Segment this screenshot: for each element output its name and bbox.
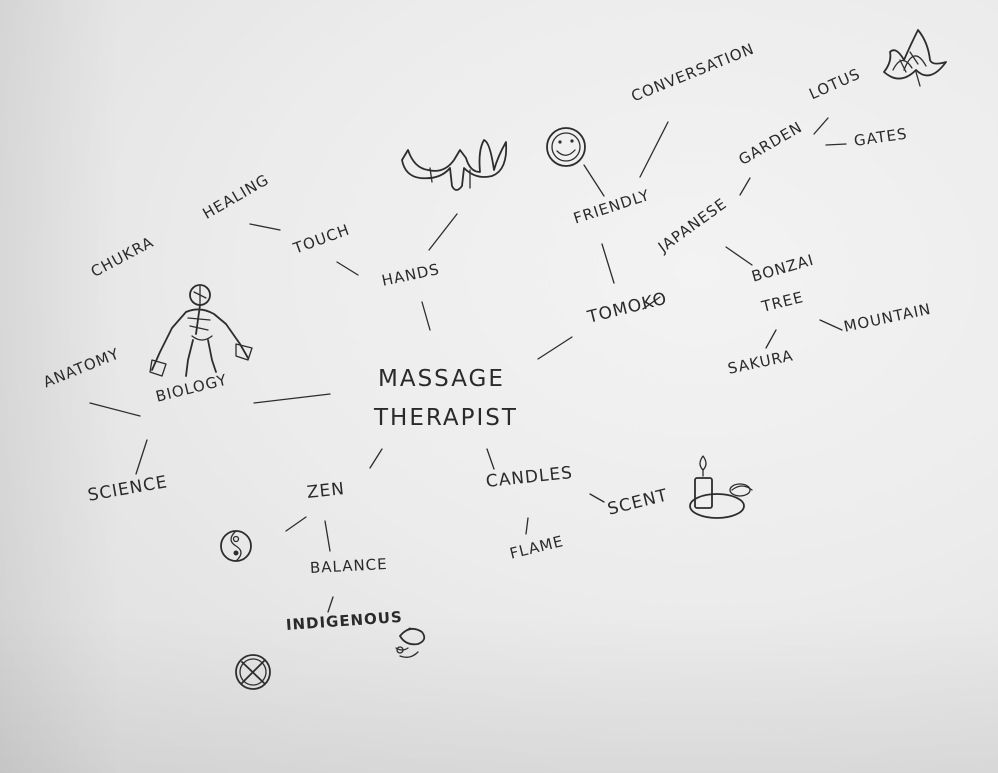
connector-friendly-conversation — [639, 121, 669, 178]
connector-balance-indigenous — [327, 596, 334, 613]
connector-touch-healing — [249, 223, 281, 231]
connector-tomoko-friendly — [601, 243, 615, 284]
connector-zen-yinyang — [285, 516, 307, 532]
connector-bonzai-sakura — [765, 329, 777, 349]
connector-garden-gates — [825, 143, 847, 146]
center-label-line2: THERAPIST — [374, 405, 518, 431]
circle-cross-icon — [235, 654, 271, 690]
connector-center-tomoko — [537, 336, 573, 360]
bird-icon — [395, 627, 426, 658]
paper-shadow-left — [0, 0, 120, 773]
connector-zen-balance — [324, 520, 331, 552]
lotus-flower-icon — [883, 29, 947, 87]
paper-shadow-bottom — [0, 613, 998, 773]
smiley-face-icon — [546, 127, 586, 167]
connector-tomoko-japanese — [642, 296, 661, 310]
connector-friendly-smiley — [583, 164, 605, 197]
connector-garden-lotus — [813, 117, 829, 135]
node-zen: ZEN — [305, 479, 346, 503]
connector-biology-anatomy — [89, 402, 141, 417]
connector-center-hands — [421, 301, 431, 331]
hands-icon — [401, 139, 508, 191]
connector-hands-icon — [428, 213, 458, 251]
connector-lines — [89, 117, 847, 613]
connector-center-zen — [369, 448, 383, 469]
candle-icon — [689, 455, 753, 519]
connector-hands-touch — [336, 261, 359, 276]
connector-japanese-bonzai — [725, 246, 753, 266]
connector-candles-scent — [589, 493, 605, 503]
connector-bonzai-mountain — [819, 319, 843, 331]
connector-biology-science — [135, 439, 148, 475]
connector-japanese-garden — [739, 177, 751, 196]
connector-center-candles — [486, 448, 495, 470]
yin-yang-icon — [220, 530, 252, 562]
human-figure-icon — [149, 284, 253, 377]
connector-candles-flame — [525, 517, 529, 535]
connector-center-biology — [253, 393, 331, 404]
center-label-line1: MASSAGE — [378, 366, 505, 392]
